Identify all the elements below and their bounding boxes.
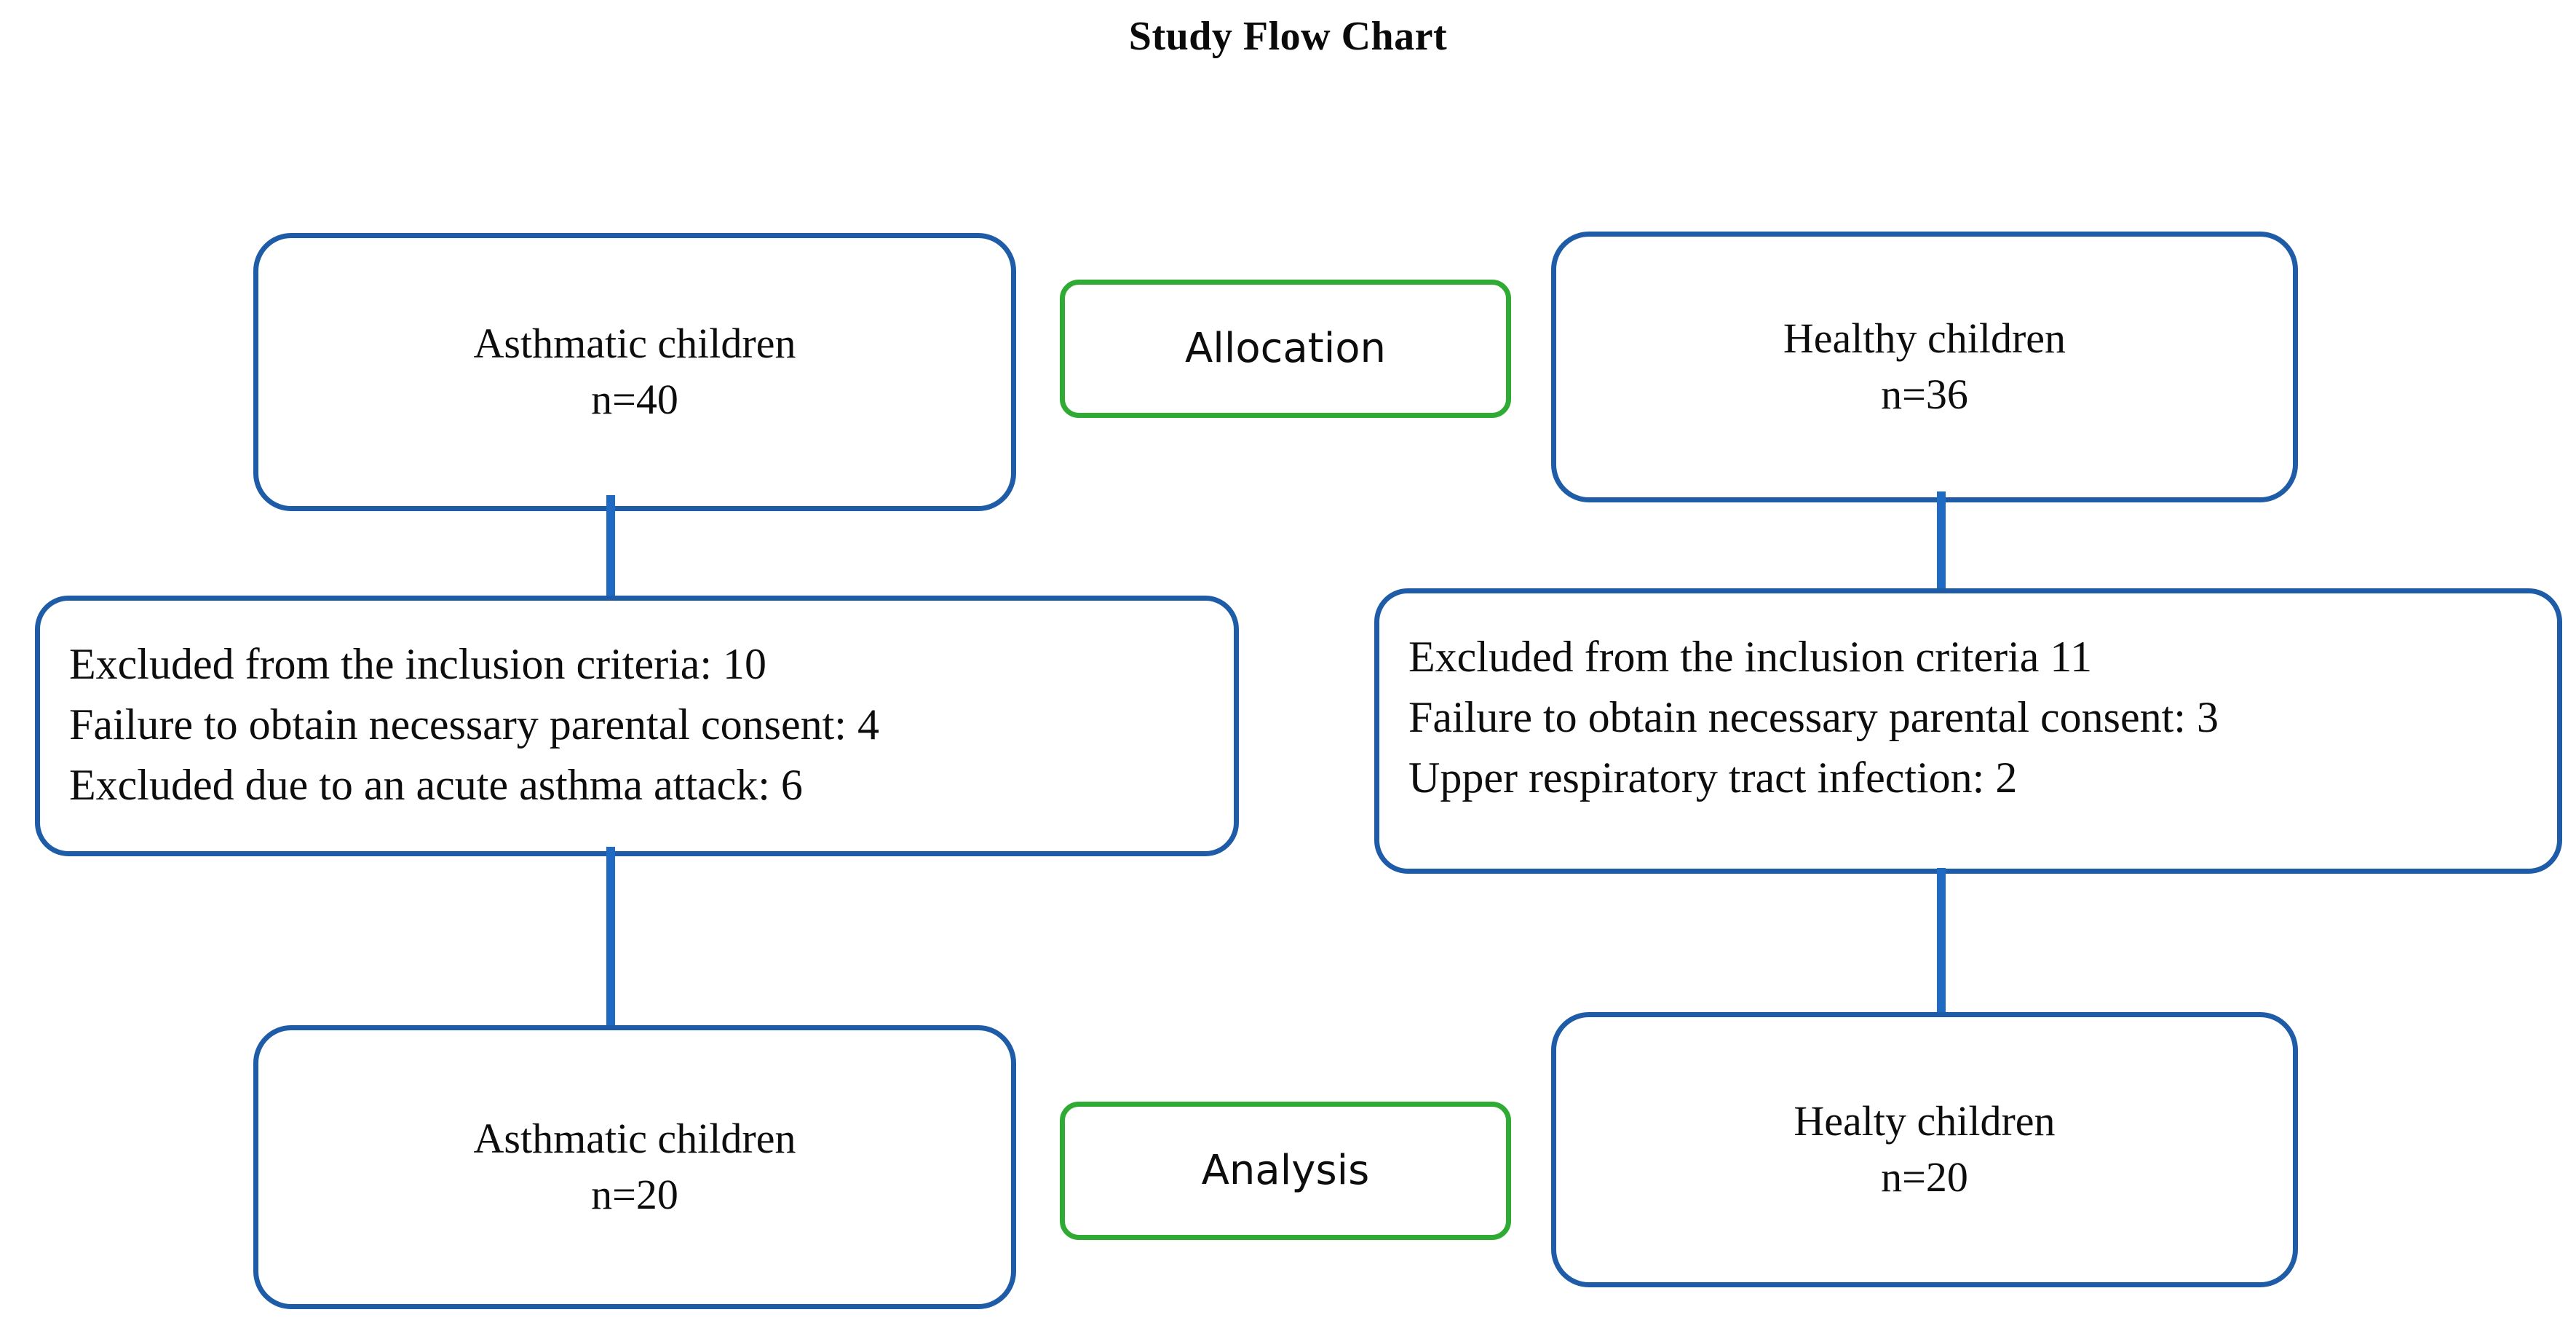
stage-analysis: Analysis	[1060, 1102, 1511, 1240]
exclusion-right-line-1: Excluded from the inclusion criteria 11	[1408, 633, 2093, 681]
connector-exclusions-to-healthy-analyzed	[1937, 868, 1946, 1017]
stage-allocation: Allocation	[1060, 280, 1511, 418]
node-healthy-analyzed-count: n=20	[1881, 1153, 1968, 1201]
node-asthmatic-enrolled: Asthmatic children n=40	[253, 233, 1016, 511]
exclusion-left-line-2: Failure to obtain necessary parental con…	[69, 700, 879, 749]
stage-allocation-label: Allocation	[1184, 325, 1387, 373]
node-exclusions-asthmatic: Excluded from the inclusion criteria: 10…	[35, 596, 1239, 856]
exclusion-left-line-3: Excluded due to an acute asthma attack: …	[69, 760, 803, 809]
stage-analysis-label: Analysis	[1201, 1147, 1370, 1195]
exclusion-right-line-3: Upper respiratory tract infection: 2	[1408, 753, 2018, 802]
node-asthmatic-enrolled-label: Asthmatic children	[473, 320, 796, 368]
node-healthy-enrolled-label: Healthy children	[1783, 315, 2066, 363]
node-exclusions-healthy: Excluded from the inclusion criteria 11 …	[1374, 588, 2562, 874]
connector-asthmatic-to-exclusions	[606, 495, 615, 599]
node-healthy-enrolled-count: n=36	[1881, 371, 1968, 418]
exclusion-left-line-1: Excluded from the inclusion criteria: 10	[69, 640, 767, 688]
connector-exclusions-to-asthmatic-analyzed	[606, 847, 615, 1029]
exclusion-right-line-2: Failure to obtain necessary parental con…	[1408, 692, 2219, 741]
node-asthmatic-analyzed-count: n=20	[591, 1171, 678, 1218]
node-asthmatic-analyzed-label: Asthmatic children	[473, 1115, 796, 1163]
connector-healthy-to-exclusions	[1937, 491, 1946, 592]
page-title: Study Flow Chart	[1128, 14, 1448, 59]
node-asthmatic-enrolled-count: n=40	[591, 376, 678, 423]
node-healthy-analyzed-label: Healty children	[1794, 1097, 2056, 1145]
node-healthy-analyzed: Healty children n=20	[1551, 1012, 2298, 1287]
node-healthy-enrolled: Healthy children n=36	[1551, 232, 2298, 502]
node-asthmatic-analyzed: Asthmatic children n=20	[253, 1025, 1016, 1309]
